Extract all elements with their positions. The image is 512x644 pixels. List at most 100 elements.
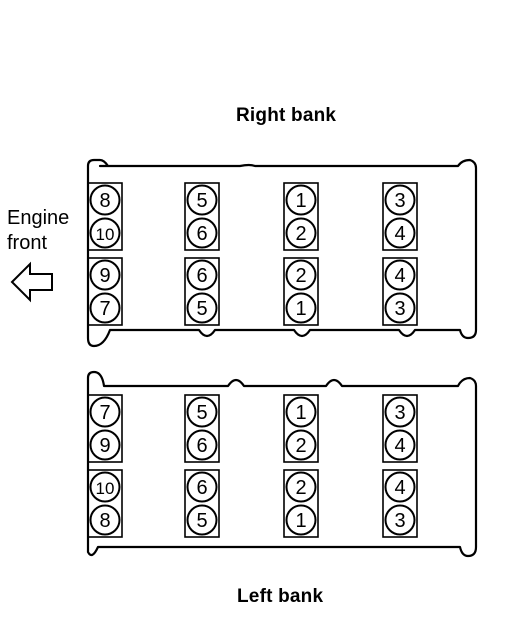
bolt-pair-box [184,182,220,251]
bolt-pair-right-bank-upper-row-4: 34 [382,182,418,251]
bolt-number: 10 [96,479,115,498]
bolt-circle [186,292,218,324]
bolt-number: 2 [295,477,306,499]
bolt-pair-right-bank-upper-row-2: 56 [184,182,220,251]
bolt-circle [285,396,317,428]
bolt-circle [285,471,317,503]
bolt-pair-box [87,469,123,538]
bolt-circle [186,184,218,216]
bolt-pair-right-bank-lower-row-1: 97 [87,257,123,326]
bolt-pair-box [87,182,123,251]
bolt-pair-box [283,394,319,463]
bolt-pair-box [283,257,319,326]
bolt-pair-right-bank-upper-row-3: 12 [283,182,319,251]
bolt-pair-box [283,469,319,538]
bolt-pair-right-bank-lower-row-4: 43 [382,257,418,326]
bolt-pair-left-bank-lower-row-2: 65 [184,469,220,538]
bolt-number: 8 [99,510,110,532]
bolt-circle [384,396,416,428]
bolt-pair-box [382,469,418,538]
bolt-pair-left-bank-lower-row-4: 43 [382,469,418,538]
bolt-pair-left-bank-upper-row-2: 56 [184,394,220,463]
engine-front-line1: Engine [7,207,70,229]
bolt-circle [384,184,416,216]
bolt-pair-box [184,257,220,326]
bolt-pair-right-bank-lower-row-3: 21 [283,257,319,326]
bolt-number: 9 [99,435,110,457]
bolt-circle [186,471,218,503]
bolt-number: 1 [295,402,306,424]
bolt-circle [89,504,121,536]
bolt-number: 4 [394,223,405,245]
bolt-circle [384,259,416,291]
bolt-number: 1 [295,298,306,320]
right-bank-head-outline [86,158,478,348]
bolt-pair-left-bank-lower-row-1: 10 8 [87,469,123,538]
bolt-pair-box [87,394,123,463]
bolt-pair-right-bank-upper-row-1: 810 [87,182,123,251]
bolt-number: 5 [196,190,207,212]
left-bank-head-outline [86,370,478,558]
bolt-number: 3 [394,510,405,532]
bolt-circle [285,292,317,324]
engine-front-label: Engine front [7,206,69,256]
bolt-number: 5 [196,510,207,532]
bolt-number: 2 [295,435,306,457]
bolt-number: 1 [295,510,306,532]
bolt-number: 5 [196,298,207,320]
bolt-circle [186,504,218,536]
bolt-number: 3 [394,298,405,320]
right-bank-title: Right bank [236,105,337,126]
bolt-number: 4 [394,435,405,457]
bolt-circle [384,292,416,324]
bolt-circle [285,184,317,216]
bolt-circle [384,471,416,503]
bolt-circle [89,217,121,249]
bolt-number: 4 [394,265,405,287]
left-bank-title: Left bank [237,586,324,607]
bolt-circle [285,259,317,291]
bolt-circle [285,504,317,536]
bolt-number: 7 [99,298,110,320]
bolt-number: 1 [295,190,306,212]
bolt-pair-box [382,257,418,326]
bolt-pair-box [184,469,220,538]
bolt-number: 4 [394,477,405,499]
bolt-pair-box [184,394,220,463]
bolt-circle [89,259,121,291]
bolt-pair-box [87,257,123,326]
bolt-circle [89,292,121,324]
bolt-number: 5 [196,402,207,424]
bolt-circle [186,396,218,428]
engine-front-line2: front [7,232,48,254]
bolt-circle [89,429,121,461]
bolt-pair-left-bank-lower-row-3: 21 [283,469,319,538]
bolt-circle [186,259,218,291]
bolt-number: 7 [99,402,110,424]
bolt-circle [384,429,416,461]
bolt-circle [384,217,416,249]
bolt-pair-left-bank-upper-row-1: 79 [87,394,123,463]
bolt-circle [285,217,317,249]
bolt-number: 2 [295,265,306,287]
bolt-pair-box [382,394,418,463]
bolt-pair-left-bank-upper-row-3: 12 [283,394,319,463]
bolt-circle [384,504,416,536]
bolt-number: 3 [394,402,405,424]
bolt-circle [186,217,218,249]
bolt-circle [186,429,218,461]
bolt-number: 6 [196,223,207,245]
bolt-number: 6 [196,477,207,499]
bolt-number: 3 [394,190,405,212]
bolt-circle [89,184,121,216]
bolt-number: 6 [196,265,207,287]
bolt-pair-box [283,182,319,251]
bolt-pair-right-bank-lower-row-2: 65 [184,257,220,326]
bolt-circle [285,429,317,461]
bolt-pair-left-bank-upper-row-4: 34 [382,394,418,463]
arrow-left-icon [10,261,53,303]
bolt-number: 8 [99,190,110,212]
